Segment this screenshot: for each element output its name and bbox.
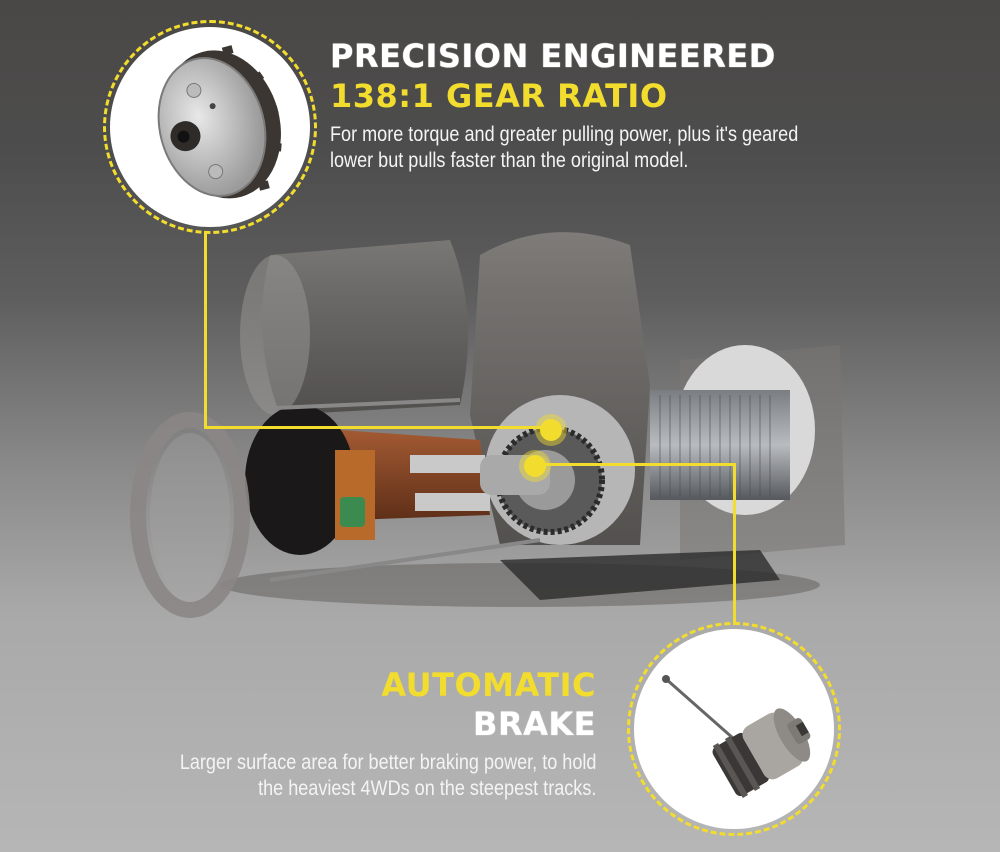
brake-heading-line2: BRAKE: [473, 705, 596, 743]
brake-assembly-icon: [662, 675, 811, 798]
top-feature-description-line1: For more torque and greater pulling powe…: [330, 123, 799, 146]
brake-callout-line-vertical: [733, 463, 736, 625]
winch-exploded-icon: [130, 232, 845, 618]
gear-ratio-heading: 138:1 GEAR RATIO: [330, 77, 668, 115]
gear-inset-image: [110, 27, 310, 227]
brake-inset-frame: [627, 622, 841, 836]
brake-description-line1: Larger surface area for better braking p…: [179, 751, 596, 774]
gear-callout-dot: [540, 419, 562, 441]
planetary-gear-icon: [157, 45, 282, 199]
brake-callout-dot: [524, 455, 546, 477]
winch-render: [120, 215, 860, 625]
brake-description-line2: the heaviest 4WDs on the steepest tracks…: [257, 777, 596, 800]
brake-callout-line-horizontal: [535, 463, 736, 466]
gear-callout-line-horizontal: [204, 426, 552, 429]
brake-inset-image: [634, 629, 834, 829]
brake-heading-line1: AUTOMATIC: [381, 666, 596, 704]
top-feature-heading: PRECISION ENGINEERED: [330, 37, 776, 75]
top-feature-description-line2: lower but pulls faster than the original…: [330, 149, 689, 172]
gear-inset-frame: [103, 20, 317, 234]
gear-callout-line-vertical: [204, 231, 207, 429]
